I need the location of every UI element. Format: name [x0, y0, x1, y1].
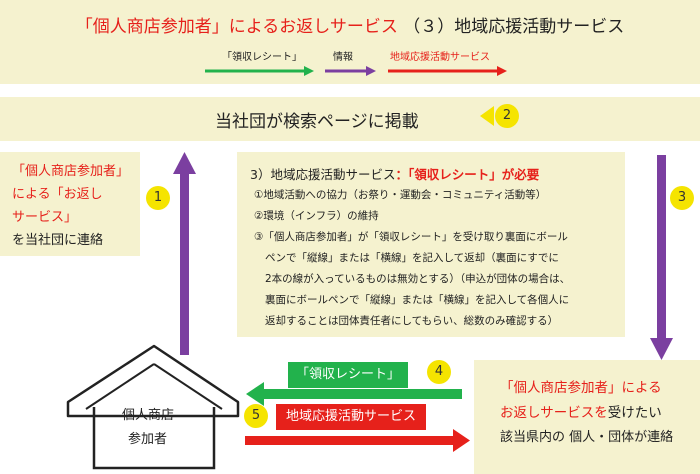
step-5-badge: 5 [244, 404, 268, 428]
left-box-line2: による「お返し [12, 187, 103, 202]
legend-receipt-arrow-icon [205, 66, 314, 76]
step-1-info-arrow-icon [173, 152, 196, 355]
page-title: 「個人商店参加者」によるお返しサービス （３）地域応援活動サービス [0, 12, 700, 37]
step-1-badge: 1 [146, 186, 170, 210]
legend-arrows [205, 66, 507, 76]
title-red: 「個人商店参加者」によるお返しサービス [75, 17, 398, 37]
center-item-2: ②環境（インフラ）の維持 [254, 210, 379, 222]
step-4-badge: 4 [427, 360, 451, 384]
house-icon [66, 344, 240, 470]
right-box-line2-red: お返しサービスを [500, 405, 608, 421]
legend-info-label: 情報 [333, 52, 353, 63]
center-item-3-line2: ペンで「縦線」または「横線」を記入して返却（裏面にすでに [265, 252, 559, 264]
left-box-line1: 「個人商店参加者」 [12, 164, 130, 179]
title-black: （３）地域応援活動サービス [403, 17, 625, 37]
right-box-line2: お返しサービスを受けたい [500, 401, 662, 421]
center-heading-red: ：「領収レシート」が必要 [395, 167, 540, 182]
center-item-3-line3: 2本の線が入っているものは無効とする）（申込が団体の場合は、 [265, 273, 571, 285]
legend-service-arrow-icon [388, 66, 507, 76]
banner-panel [0, 97, 700, 141]
banner-text: 当社団が検索ページに掲載 [215, 112, 419, 132]
step-4-label: 「領収レシート」 [288, 362, 408, 388]
house-label-line1: 個人商店 [122, 408, 175, 423]
banner-pointer-icon [480, 106, 494, 126]
center-heading: 3）地域応援活動サービス：「領収レシート」が必要 [250, 164, 539, 183]
step-5-service-arrow-icon [245, 429, 470, 452]
left-box-line4: を当社団に連絡 [12, 233, 104, 248]
right-box-line2-black: 受けたい [607, 405, 662, 421]
right-box [474, 360, 700, 474]
center-item-3-line5: 返却することは団体責任者にしてもらい、総数のみ確認する） [265, 315, 559, 327]
step-2-badge: 2 [495, 104, 519, 128]
right-box-line1: 「個人商店参加者」による [500, 380, 662, 396]
center-item-1: ①地域活動への協力（お祭り・運動会・コミュニティ活動等） [254, 189, 547, 201]
step-3-badge: 3 [670, 186, 694, 210]
left-box [0, 152, 140, 256]
step-3-info-arrow-icon [650, 155, 673, 360]
step-5-label: 地域応援活動サービス [276, 404, 426, 430]
left-box-line3: サービス」 [12, 210, 78, 225]
right-box-line3: 該当県内の 個人・団体が連絡 [500, 430, 674, 445]
center-box [237, 152, 625, 337]
legend-service-label: 地域応援活動サービス [390, 52, 490, 63]
center-heading-black: 3）地域応援活動サービス [250, 167, 396, 182]
step-4-receipt-arrow-icon [246, 382, 462, 406]
center-item-3-line4: 裏面にボールペンで「縦線」または「横線」を記入して各個人に [265, 294, 570, 306]
center-item-3-line1: ③「個人商店参加者」が「領収レシート」を受け取り裏面にボール [254, 231, 568, 243]
house-label-line2: 参加者 [128, 432, 168, 447]
legend-receipt-label: 「領収レシート」 [222, 52, 302, 63]
legend-info-arrow-icon [325, 66, 376, 76]
